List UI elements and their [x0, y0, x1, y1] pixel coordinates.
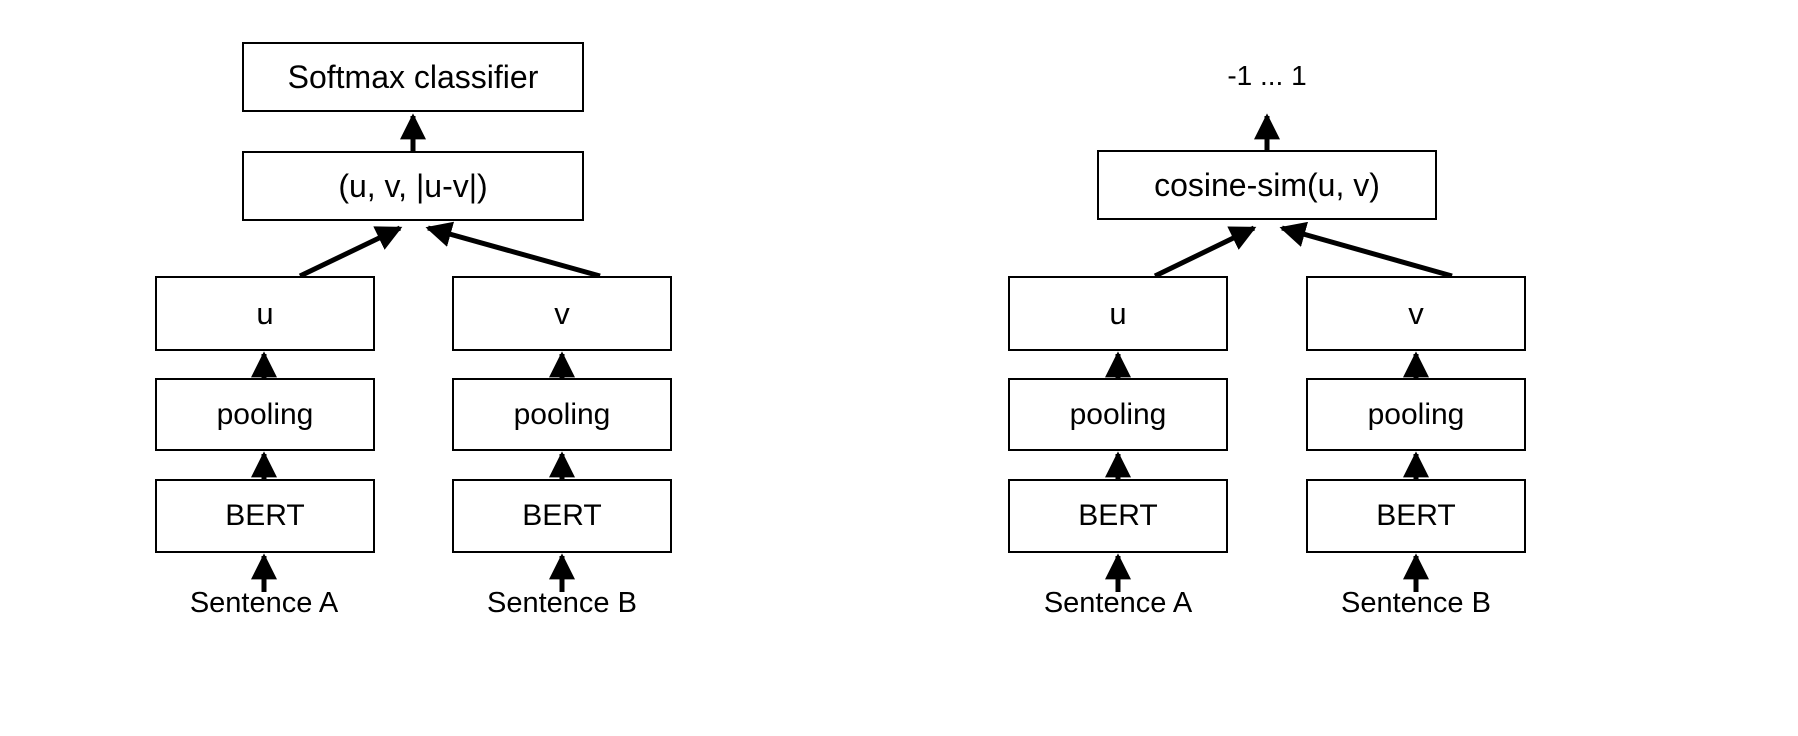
concat-vector-label: (u, v, |u-v|)	[338, 168, 488, 204]
output-range-label: -1 ... 1	[1157, 62, 1377, 90]
sentence-a-label-right: Sentence A	[1008, 589, 1228, 618]
bert-box-left-b[interactable]: BERT	[452, 479, 672, 553]
bert-label-right-b: BERT	[1376, 499, 1456, 532]
cosine-sim-label: cosine-sim(u, v)	[1154, 167, 1380, 203]
sentence-a-text-right: Sentence A	[1043, 587, 1193, 619]
embedding-u-box-right[interactable]: u	[1008, 276, 1228, 351]
pooling-box-right-a[interactable]: pooling	[1008, 378, 1228, 451]
cosine-sim-box[interactable]: cosine-sim(u, v)	[1097, 150, 1437, 220]
embedding-v-box-right[interactable]: v	[1306, 276, 1526, 351]
embedding-v-box-left[interactable]: v	[452, 276, 672, 351]
embedding-u-label-left: u	[256, 296, 274, 331]
sentence-b-text-left: Sentence B	[487, 587, 637, 619]
pooling-box-right-b[interactable]: pooling	[1306, 378, 1526, 451]
softmax-classifier-label: Softmax classifier	[287, 59, 539, 95]
sentence-b-label-right: Sentence B	[1306, 589, 1526, 618]
softmax-classifier-box[interactable]: Softmax classifier	[242, 42, 584, 112]
arrow-u-to-score-right	[1153, 225, 1257, 279]
bert-label-right-a: BERT	[1078, 499, 1158, 532]
pooling-label-right-a: pooling	[1069, 397, 1167, 431]
sentence-b-label-left: Sentence B	[452, 589, 672, 618]
output-range-text: -1 ... 1	[1227, 60, 1307, 91]
arrow-v-to-score-right	[1279, 221, 1453, 279]
bert-box-right-a[interactable]: BERT	[1008, 479, 1228, 553]
pooling-label-left-a: pooling	[216, 397, 314, 431]
bert-box-right-b[interactable]: BERT	[1306, 479, 1526, 553]
embedding-v-label-right: v	[1408, 296, 1424, 331]
arrow-v-to-concat-left	[425, 221, 601, 279]
pooling-box-left-b[interactable]: pooling	[452, 378, 672, 451]
pooling-label-left-b: pooling	[513, 397, 611, 431]
pooling-box-left-a[interactable]: pooling	[155, 378, 375, 451]
bert-box-left-a[interactable]: BERT	[155, 479, 375, 553]
bert-label-left-a: BERT	[225, 499, 305, 532]
concat-vector-box[interactable]: (u, v, |u-v|)	[242, 151, 584, 221]
embedding-v-label-left: v	[554, 296, 570, 331]
sentence-a-text-left: Sentence A	[189, 587, 339, 619]
arrow-u-to-concat-left	[298, 225, 403, 279]
embedding-u-box-left[interactable]: u	[155, 276, 375, 351]
embedding-u-label-right: u	[1109, 296, 1127, 331]
sentence-b-text-right: Sentence B	[1341, 587, 1491, 619]
sentence-a-label-left: Sentence A	[154, 589, 374, 618]
bert-label-left-b: BERT	[522, 499, 602, 532]
pooling-label-right-b: pooling	[1367, 397, 1465, 431]
